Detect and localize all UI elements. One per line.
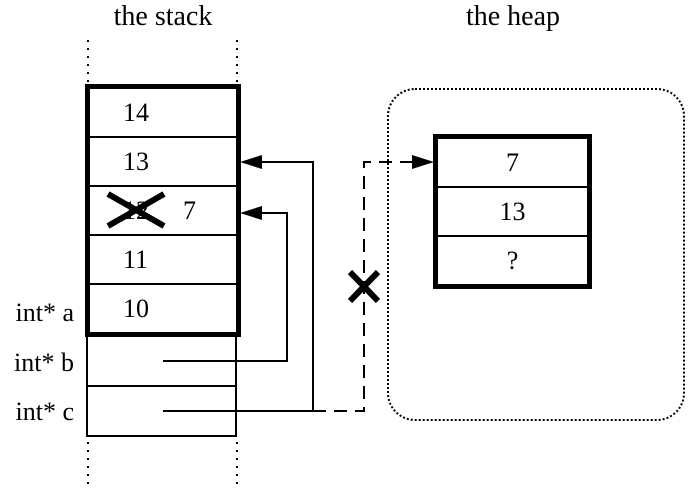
pointer-c-arrowhead-icon (240, 155, 262, 169)
heap-cell-1: 13 (438, 188, 587, 237)
pointer-cells (86, 337, 237, 437)
variable-label-a: int* a (15, 298, 75, 327)
stack-box: 14 13 12 7 11 10 (85, 84, 241, 337)
pointer-b-arrowhead-icon (240, 206, 262, 220)
stack-cell-2: 12 7 (90, 187, 236, 236)
heap-cell-0: 7 (438, 139, 587, 188)
stack-cell-value: 10 (123, 293, 149, 323)
stack-cell-old-value: 12 (123, 195, 149, 225)
stack-cell-value: 11 (123, 244, 149, 274)
stack-cell-0: 14 (90, 89, 236, 138)
stack-cell-new-value: 7 (183, 195, 196, 225)
variable-label-b: int* b (14, 348, 74, 377)
stack-cell-3: 11 (90, 236, 236, 285)
heap-box: 7 13 ? (433, 134, 592, 289)
variable-label-c: int* c (15, 397, 75, 426)
stack-cell-value: 13 (123, 146, 149, 176)
heap-title: the heap (465, 1, 561, 32)
heap-cell-2: ? (438, 237, 587, 284)
dangling-pointer-cross-out-x-icon (347, 269, 381, 304)
stack-cell-4: 10 (90, 285, 236, 332)
pointer-cell-b (88, 337, 235, 387)
pointer-cell-c (88, 387, 235, 435)
heap-cell-value: 13 (499, 196, 526, 226)
stack-cell-1: 13 (90, 138, 236, 187)
heap-cell-value: ? (506, 245, 519, 275)
heap-cell-value: 7 (506, 147, 519, 177)
stack-cell-value: 14 (123, 97, 149, 127)
stack-title: the stack (113, 1, 213, 32)
